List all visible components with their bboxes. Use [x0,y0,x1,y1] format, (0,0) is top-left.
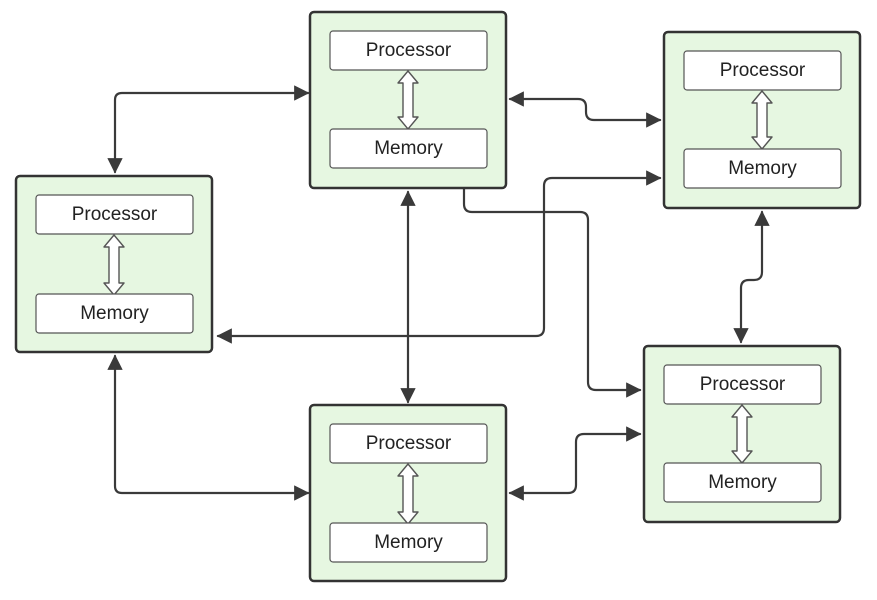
connector-left-to-bottom [107,354,310,501]
connector-left-to-top [107,85,310,174]
processor-box [35,194,194,235]
node-bottom-right: Processor Memory [642,344,842,524]
processor-box [329,423,488,464]
node-top-center: Processor Memory [308,10,508,190]
connector-topright-to-left [216,170,662,344]
memory-label: Memory [708,472,777,493]
processor-label: Processor [366,40,452,61]
connector-topright-to-bottomright [733,210,770,344]
node-left: Processor Memory [14,174,214,354]
processor-label: Processor [700,374,786,395]
memory-box [329,522,488,563]
memory-label: Memory [80,303,149,324]
processor-label: Processor [366,433,452,454]
connector-top-to-bottomright [462,186,642,398]
processor-label: Processor [72,204,158,225]
connector-top-to-topright [508,91,662,128]
memory-label: Memory [728,158,797,179]
node-bottom-center: Processor Memory [308,403,508,583]
processor-box [663,364,822,405]
processor-box [329,30,488,71]
processor-box [683,50,842,91]
memory-label: Memory [374,138,443,159]
connector-bottom-to-bottomright [508,426,642,501]
processor-label: Processor [720,60,806,81]
memory-box [663,462,822,503]
memory-label: Memory [374,532,443,553]
memory-box [35,293,194,334]
memory-box [683,148,842,189]
connectors [107,85,770,501]
memory-box [329,128,488,169]
node-top-right: Processor Memory [662,30,862,210]
